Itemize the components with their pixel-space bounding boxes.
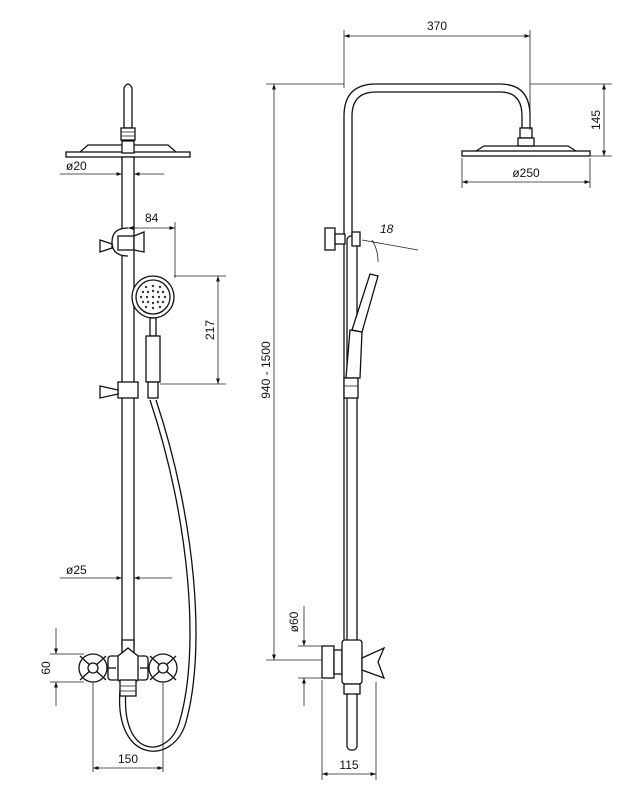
- front-upper-bracket: [99, 227, 145, 257]
- dim-head-drop: 145: [589, 110, 603, 130]
- dim-top-pipe-diameter: ø20: [66, 159, 87, 173]
- front-hose: [124, 399, 191, 748]
- front-pipe-top-tip: [123, 83, 133, 129]
- front-dimensions: ø20 84 217 ø25 60 150: [39, 159, 226, 772]
- dim-height-range: 940 - 1500: [259, 341, 273, 399]
- front-mixer: [78, 639, 178, 697]
- side-dimensions: 370 145 ø250 940 - 1500 18 ø60 115: [259, 19, 612, 780]
- side-shower-arm: [343, 83, 531, 647]
- side-shower-head: [461, 150, 591, 157]
- dim-arm-length: 370: [427, 19, 447, 33]
- side-view: [321, 83, 591, 751]
- front-view: [65, 83, 197, 752]
- side-mixer: [321, 639, 386, 695]
- dim-handshower-height: 217: [203, 320, 217, 340]
- dim-head-diameter: ø250: [512, 166, 540, 180]
- front-nut: [120, 127, 136, 141]
- dim-main-pipe-diameter: ø25: [66, 563, 87, 577]
- dim-mixer-height: 60: [39, 661, 53, 675]
- dim-mixer-depth: 115: [339, 758, 358, 772]
- front-lower-slider: [99, 381, 139, 399]
- dim-inlet-spacing: 150: [118, 752, 138, 766]
- dim-arm-angle: 18: [380, 222, 394, 236]
- front-hand-shower: [131, 275, 175, 399]
- dim-mixer-diameter: ø60: [287, 611, 301, 632]
- dim-bracket-offset: 84: [145, 211, 159, 225]
